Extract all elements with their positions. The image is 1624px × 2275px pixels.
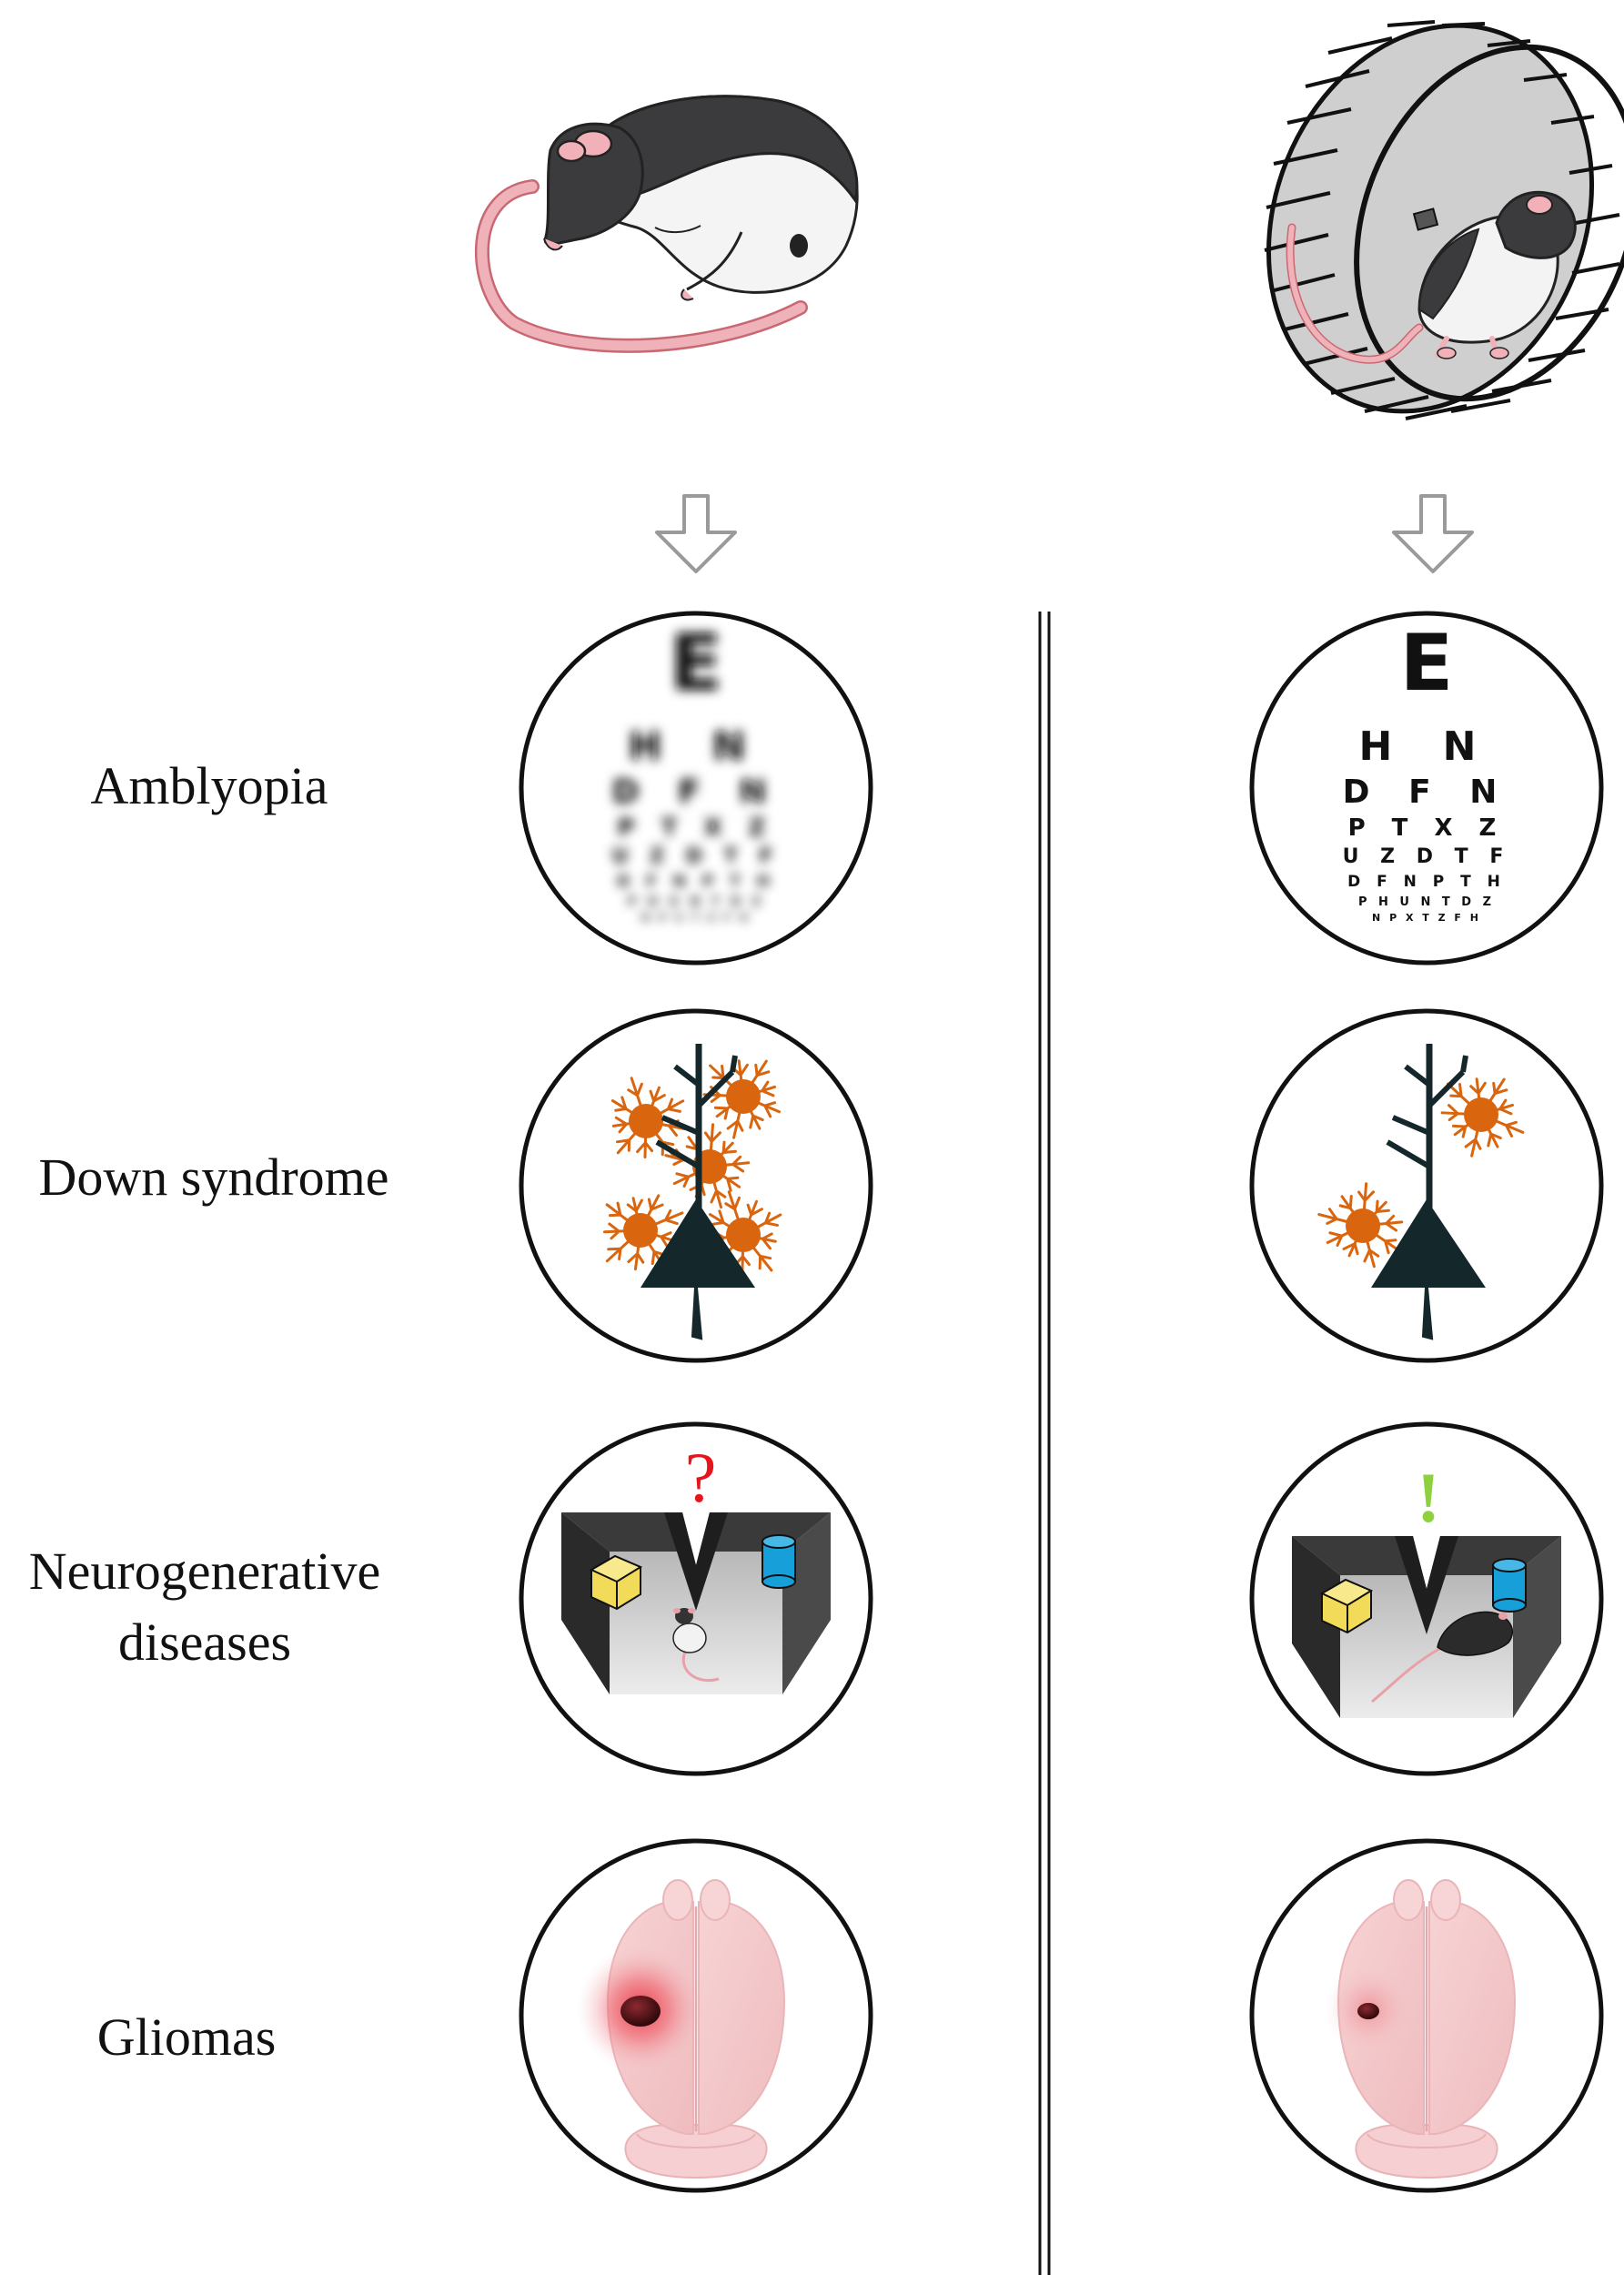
yellow-cube-icon [1319, 1578, 1374, 1634]
eye-chart-sharp-circle: E H N D F N P T X Z U Z D T F D F N P T H P H … [1249, 611, 1604, 966]
rat-exploring-icon [1371, 1611, 1513, 1704]
exclamation-mark: ! [1417, 1458, 1440, 1537]
yellow-cube-icon [589, 1554, 643, 1611]
row-label-amblyopia: Amblyopia [90, 756, 328, 815]
glial-cell-icon [610, 1077, 686, 1159]
arena-confused-circle: ? [519, 1421, 873, 1776]
brain-small-tumor-circle [1249, 1838, 1604, 2193]
eye-chart-blurred-circle: E H N D F N P T X Z U Z D T F D F N P T H P H … [519, 611, 873, 966]
eye-chart-line: P H U N T D Z [628, 895, 764, 909]
neuron-few-glia-circle [1249, 1008, 1604, 1363]
brain-large-tumor-circle [519, 1838, 873, 2193]
down-arrow-right [1392, 494, 1474, 573]
blue-cylinder-icon [762, 1534, 796, 1589]
brain-icon [1337, 1879, 1517, 2179]
row-label-neurodegenerative: Neurogenerative diseases [28, 1542, 381, 1672]
eye-chart-line: D F N [1343, 774, 1511, 811]
blue-cylinder-icon [1492, 1558, 1527, 1613]
sleeping-rat [475, 95, 859, 353]
eye-chart-line: H N [1359, 723, 1495, 770]
eye-chart-line: E [1400, 618, 1454, 709]
eye-chart-line: U Z D T F [1343, 845, 1511, 868]
rat-hesitant-icon [672, 1608, 720, 1682]
eye-chart-line: D F N P T H [617, 873, 775, 891]
arena-icon [561, 1512, 831, 1694]
row-label-down-syndrome: Down syndrome [38, 1148, 389, 1207]
eye-chart-line: P H U N T D Z [1358, 895, 1495, 909]
running-wheel-rat [1264, 20, 1624, 420]
eye-chart-line: P T X Z [618, 814, 775, 842]
eye-chart-line: D F N P T H [1347, 873, 1506, 891]
eye-chart-line: H N [629, 723, 764, 770]
question-mark: ? [685, 1438, 717, 1517]
glial-cell-icon [702, 1059, 782, 1139]
arena-icon [1292, 1536, 1561, 1718]
eye-chart-line: P T X Z [1348, 814, 1506, 842]
eye-chart-line: N P X T Z F H [1372, 912, 1481, 924]
pyramidal-neuron-icon [1371, 1044, 1486, 1340]
glial-cell-icon [1317, 1182, 1404, 1269]
glial-cell-icon [1440, 1077, 1525, 1158]
glial-cell-icon [603, 1194, 684, 1271]
eye-chart-line: N P X T Z F H [641, 912, 751, 924]
row-label-gliomas: Gliomas [96, 2007, 277, 2067]
eye-chart-line: U Z D T F [612, 845, 781, 868]
eye-chart-line: E [670, 618, 723, 709]
eye-chart-line: D F N [612, 774, 781, 811]
down-arrow-left [655, 494, 737, 573]
arena-explores-circle: ! [1249, 1421, 1604, 1776]
pyramidal-neuron-icon [641, 1044, 755, 1340]
neuron-many-glia-circle [519, 1008, 873, 1363]
column-divider [1038, 612, 1051, 2275]
glial-cell-icon [708, 1190, 782, 1273]
tumor-small-icon [1357, 2003, 1379, 2019]
tumor-large-icon [620, 1996, 661, 2027]
